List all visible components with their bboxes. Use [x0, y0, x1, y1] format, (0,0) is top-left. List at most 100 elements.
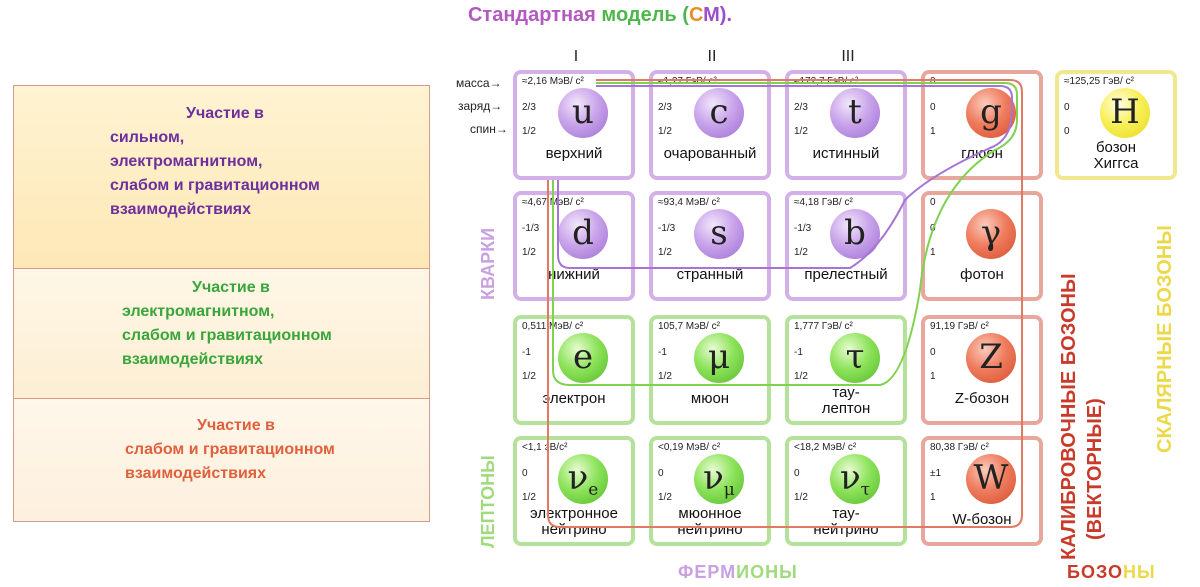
particle-mass: <18,2 МэВ/ c²: [794, 442, 857, 453]
particle-mass: 0: [930, 197, 936, 208]
bosons-label-part: БОЗО: [1067, 562, 1123, 582]
particle-symbol: c: [694, 88, 744, 138]
legend-line: слабом и гравитационном: [122, 327, 332, 344]
particle-spin: 1/2: [794, 247, 808, 258]
particle-symbol-text: ν: [839, 458, 861, 498]
particle-charge: ±1: [930, 468, 942, 479]
particle-mass: ≈4,18 ГэВ/ c²: [794, 197, 853, 208]
group-label-scalar: СКАЛЯРНЫЕ БОЗОНЫ: [1154, 225, 1176, 453]
particle-symbol: ντ: [830, 454, 880, 504]
row-label-spin: спин→: [470, 122, 508, 136]
line-red: [547, 79, 1023, 528]
particle-spin: 1: [930, 247, 936, 258]
legend-line: взаимодействиях: [125, 465, 267, 482]
particle-charge: 0: [522, 468, 528, 479]
particle-name: странный: [676, 266, 744, 283]
row-label-mass: масса→: [456, 76, 502, 90]
particle-mass: ≈1,27 ГэВ/ c²: [658, 76, 717, 87]
particle-symbol: μ: [694, 333, 744, 383]
particle-charge: 0: [794, 468, 800, 479]
particle-charge: -1/3: [658, 223, 676, 234]
particle-name: тау- лептон: [821, 384, 871, 417]
legend-text-weak: Участие в слабом и гравитационном взаимо…: [125, 414, 335, 486]
group-label-gauge: КАЛИБРОВОЧНЫЕ БОЗОНЫ: [1058, 273, 1080, 560]
particle-charge: -1: [658, 347, 667, 358]
title-part: М).: [703, 4, 733, 26]
particle-charge: -1: [522, 347, 531, 358]
particle-mass: 105,7 МэВ/ c²: [658, 321, 720, 332]
particle-name: прелестный: [804, 266, 888, 283]
particle-symbol-subscript: e: [588, 480, 599, 500]
particle-symbol-text: e: [572, 337, 594, 377]
particle-symbol-subscript: τ: [860, 480, 871, 500]
generation-label-1: I: [573, 48, 579, 65]
particle-spin: 0: [1064, 126, 1070, 137]
particle-charge: 2/3: [658, 102, 672, 113]
particle-name: нижний: [548, 266, 600, 283]
particle-name: Z-бозон: [954, 390, 1010, 407]
particle-spin: 1: [930, 371, 936, 382]
page-title: Стандартная модель (СМ).: [0, 4, 1200, 27]
particle-name: тау- нейтрино: [813, 505, 879, 538]
group-label-leptons: ЛЕПТОНЫ: [478, 455, 498, 548]
particle-charge: 0: [930, 102, 936, 113]
particle-symbol-text: W: [973, 458, 1009, 498]
legend-line: Участие в: [186, 105, 264, 122]
particle-charge: 2/3: [794, 102, 808, 113]
particle-symbol: W: [966, 454, 1016, 504]
legend-line: взаимодействиях: [110, 201, 252, 218]
particle-charge: 0: [930, 347, 936, 358]
particle-name: мюонное нейтрино: [677, 505, 743, 538]
particle-symbol: u: [558, 88, 608, 138]
particle-spin: 1/2: [658, 371, 672, 382]
particle-spin: 1/2: [658, 247, 672, 258]
title-part: Стандартная: [467, 4, 602, 26]
legend-line: взаимодействиях: [122, 351, 264, 368]
particle-mass: 1,777 ГэВ/ c²: [794, 321, 853, 332]
particle-name: истинный: [812, 145, 880, 162]
particle-name: верхний: [545, 145, 603, 162]
particle-charge: -1: [794, 347, 803, 358]
legend-line: сильном,: [110, 129, 185, 146]
particle-symbol: s: [694, 209, 744, 259]
legend-text-strong: Участие в сильном, электромагнитном, сла…: [110, 102, 320, 222]
bosons-label-part: НЫ: [1122, 562, 1156, 582]
particle-charge: 0: [658, 468, 664, 479]
particle-name: очарованный: [663, 145, 757, 162]
particle-symbol-text: H: [1110, 92, 1140, 132]
particle-symbol-text: s: [710, 213, 728, 253]
group-label-gauge-vector: (ВЕКТОРНЫЕ): [1084, 398, 1106, 540]
particle-symbol-text: c: [709, 92, 729, 132]
particle-spin: 1/2: [658, 492, 672, 503]
particle-symbol-text: Z: [979, 337, 1003, 377]
legend-line: Участие в: [192, 279, 270, 296]
particle-symbol: H: [1100, 88, 1150, 138]
title-part: модель (: [601, 4, 689, 26]
legend-box-em: [13, 268, 430, 400]
particle-mass: 91,19 ГэВ/ c²: [930, 321, 989, 332]
particle-name: фотон: [960, 266, 1004, 283]
particle-symbol: νμ: [694, 454, 744, 504]
particle-spin: 1/2: [522, 371, 536, 382]
particle-symbol: τ: [830, 333, 880, 383]
legend-box-weak: [13, 398, 430, 522]
particle-mass: 0: [930, 76, 936, 87]
legend-line: слабом и гравитационном: [110, 177, 320, 194]
generation-label-3: III: [841, 48, 855, 65]
legend-line: электромагнитном,: [122, 303, 275, 320]
fermions-label-part: ФЕРМ: [678, 562, 737, 582]
particle-charge: 2/3: [522, 102, 536, 113]
legend-line: Участие в: [197, 417, 275, 434]
particle-symbol-text: d: [572, 213, 594, 253]
particle-symbol-text: τ: [845, 337, 865, 377]
particle-symbol-text: γ: [980, 213, 1002, 253]
particle-cell-zboson: 91,19 ГэВ/ c² 0 1 Z Z-бозон: [921, 315, 1043, 425]
particle-charge: -1/3: [522, 223, 540, 234]
